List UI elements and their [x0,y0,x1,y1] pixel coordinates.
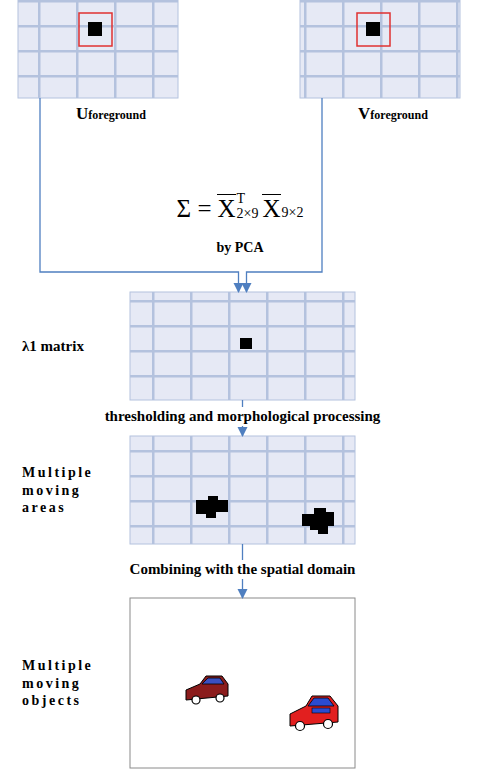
formula-part: Σ = [177,196,212,221]
panel-box: Multiple moving areas [130,436,355,544]
panel-label: Uforeground [76,104,146,124]
areas-grid [130,436,355,544]
step-label: Combining with the spatial domain [127,560,359,579]
formula: Σ =XT2×9X9×2 [0,192,480,221]
formula-part: T [237,192,259,207]
lambda-grid [130,292,355,400]
formula-part: 2×9 [237,207,259,222]
flow-arrow [247,98,323,292]
v-grid [300,0,460,98]
panel-box: Uforeground [18,0,178,98]
car-icon [186,676,228,704]
method-note: by PCA [0,240,480,256]
panel-label: λ1 matrix [22,337,120,356]
u-grid [18,0,178,98]
panel-box: λ1 matrix [130,292,355,400]
panel-label: Vforeground [358,104,428,124]
panel-box: Multiple moving objects [130,598,355,768]
step-label: thresholding and morphological processin… [102,407,384,426]
car-icon [290,696,338,731]
index-stack: T2×9 [237,192,259,221]
flow-arrow [40,98,239,292]
panel-label: Multiple moving objects [22,657,120,710]
panel-box: Vforeground [300,0,460,98]
formula-part: 9×2 [282,205,304,221]
panel-label: Multiple moving areas [22,464,120,517]
formula-part: X [217,194,235,221]
objects-panel [130,598,355,768]
formula-part: X [262,194,280,221]
